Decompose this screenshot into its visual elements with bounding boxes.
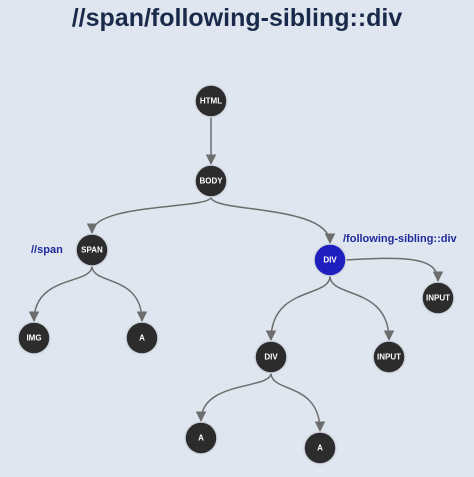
node-a2-circle xyxy=(184,421,218,455)
span-xpath-annotation: //span xyxy=(31,244,63,256)
node-div2-label: DIV xyxy=(264,353,278,362)
node-input1: INPUT xyxy=(421,281,455,315)
node-div2: DIV xyxy=(254,340,288,374)
edge-div1-div2 xyxy=(265,275,331,342)
node-img-circle xyxy=(17,321,51,355)
edge-div1-input1 xyxy=(345,257,444,283)
node-div1-label: DIV xyxy=(323,256,337,265)
node-html: HTML xyxy=(194,84,228,118)
node-input2-circle xyxy=(372,340,406,374)
node-div1-circle xyxy=(313,243,347,277)
edge-div1-input2 xyxy=(329,275,395,342)
edge-body-div1 xyxy=(210,196,336,245)
edge-span-img xyxy=(28,265,93,323)
node-input1-label: INPUT xyxy=(426,294,450,303)
node-img: IMG xyxy=(17,321,51,355)
node-a2: A xyxy=(184,421,218,455)
node-body-label: BODY xyxy=(199,177,223,186)
edge-div2-a2 xyxy=(195,372,272,423)
node-body-circle xyxy=(194,164,228,198)
node-html-circle xyxy=(194,84,228,118)
edge-body-span xyxy=(86,196,212,235)
node-a1-circle xyxy=(125,321,159,355)
node-span-circle xyxy=(75,233,109,267)
node-input2-label: INPUT xyxy=(377,353,401,362)
node-a2-label: A xyxy=(198,434,204,443)
edge-span-a1 xyxy=(91,265,148,323)
diagram-title: //span/following-sibling::div xyxy=(71,4,403,32)
node-div1: DIV xyxy=(313,243,347,277)
node-a1-label: A xyxy=(139,334,145,343)
node-body: BODY xyxy=(194,164,228,198)
node-span-label: SPAN xyxy=(81,246,103,255)
node-a1: A xyxy=(125,321,159,355)
node-input2: INPUT xyxy=(372,340,406,374)
node-input1-circle xyxy=(421,281,455,315)
div-xpath-annotation: /following-sibling::div xyxy=(343,233,458,245)
edge-div2-a3 xyxy=(270,372,326,433)
node-a3-circle xyxy=(303,431,337,465)
node-div2-circle xyxy=(254,340,288,374)
node-a3-label: A xyxy=(317,444,323,453)
node-img-label: IMG xyxy=(26,334,41,343)
node-html-label: HTML xyxy=(200,97,222,106)
node-span: SPAN xyxy=(75,233,109,267)
node-a3: A xyxy=(303,431,337,465)
